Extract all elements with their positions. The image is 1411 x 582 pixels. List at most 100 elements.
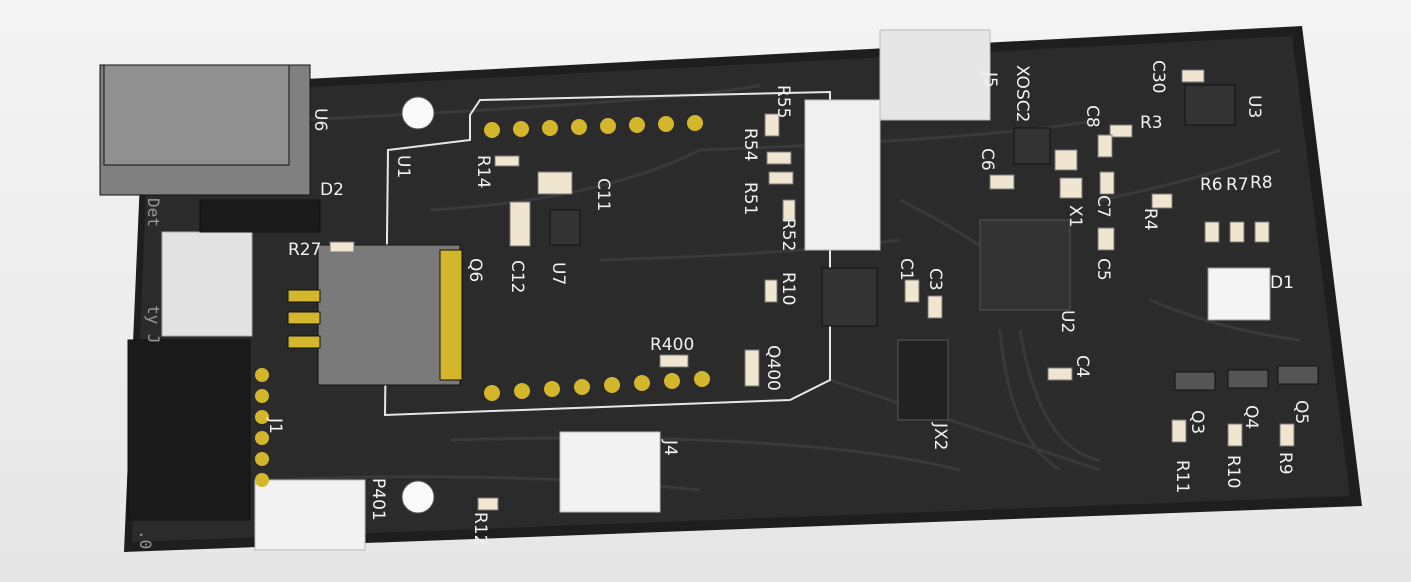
traces <box>269 83 1301 492</box>
designator-r8: R8 <box>1250 173 1273 193</box>
left-connector <box>161 231 253 337</box>
header-pad <box>255 473 269 487</box>
q6-pin <box>287 335 321 349</box>
d2-diode <box>199 199 321 233</box>
module-pad <box>513 121 529 137</box>
designator-q5: Q5 <box>1291 400 1311 424</box>
designator-c6: C6 <box>977 148 997 171</box>
passive-component <box>1204 221 1220 243</box>
module-outline-u1 <box>383 90 831 417</box>
designator-r54: R54 <box>740 128 760 161</box>
module-pad <box>571 119 587 135</box>
designator-r10: R10 <box>1223 455 1243 488</box>
q6-tab <box>439 249 463 381</box>
passive-component <box>329 241 355 253</box>
j5-connector <box>879 29 991 121</box>
passive-component <box>1097 134 1113 158</box>
passive-component <box>509 201 531 247</box>
module-pad <box>600 118 616 134</box>
designator-xosc2: XOSC2 <box>1012 65 1032 122</box>
passive-component <box>782 199 796 221</box>
passive-component <box>1099 171 1115 195</box>
module-pad <box>542 120 558 136</box>
designator-r3: R3 <box>1140 113 1163 133</box>
passive-component <box>1279 423 1295 447</box>
designator-j4: J4 <box>660 439 680 456</box>
designator-c4: C4 <box>1072 355 1092 378</box>
header-pad <box>255 410 269 424</box>
module-pad <box>658 116 674 132</box>
q6-pin <box>287 311 321 325</box>
components <box>99 29 1319 551</box>
u7-ic <box>549 209 581 246</box>
designator-u7: U7 <box>548 262 568 285</box>
module-pad <box>629 117 645 133</box>
passive-component <box>768 171 794 185</box>
q6-body <box>317 244 461 386</box>
mounting-hole <box>401 480 435 514</box>
designator-r51: R51 <box>740 182 760 215</box>
designator-c30: C30 <box>1148 60 1168 94</box>
designator-r9: R9 <box>1275 452 1295 475</box>
designator-j1: J1 <box>265 417 285 434</box>
u2-qfp <box>979 219 1071 311</box>
jx2-header <box>897 339 949 421</box>
j4-connector <box>559 431 661 513</box>
passive-component <box>927 295 943 319</box>
mounting-hole <box>401 96 435 130</box>
passive-component <box>1059 177 1083 199</box>
passive-component <box>1254 221 1270 243</box>
passive-component <box>764 113 780 137</box>
module-pad <box>484 385 500 401</box>
j1-header <box>127 339 251 521</box>
designator-u6: U6 <box>310 108 330 131</box>
designator-c3: C3 <box>925 268 945 291</box>
xosc2 <box>1013 127 1051 165</box>
module-pad <box>694 371 710 387</box>
designator-c7: C7 <box>1093 195 1113 218</box>
passive-component <box>766 151 792 165</box>
module-pad <box>484 122 500 138</box>
u6-top <box>103 64 290 166</box>
silk-text-det: Det <box>144 198 163 227</box>
passive-component <box>1109 124 1133 138</box>
passive-component <box>1054 149 1078 171</box>
passive-component <box>1229 221 1245 243</box>
designator-j5: J5 <box>980 71 1000 88</box>
designator-c11: C11 <box>593 178 613 212</box>
passive-component <box>1171 419 1187 443</box>
designator-u3: U3 <box>1244 95 1264 118</box>
designator-r52: R52 <box>778 218 798 251</box>
q4 <box>1227 369 1269 389</box>
module-pad <box>664 373 680 389</box>
passive-component <box>494 155 520 167</box>
designator-r7: R7 <box>1226 175 1249 195</box>
designator-r12: R12 <box>470 512 490 545</box>
passive-component <box>744 349 760 387</box>
passive-component <box>904 279 920 303</box>
module-pad <box>514 383 530 399</box>
designator-r11: R11 <box>1172 460 1192 493</box>
designator-d1: D1 <box>1270 273 1294 293</box>
module-pad <box>634 375 650 391</box>
q6-pin <box>287 289 321 303</box>
designator-r400: R400 <box>650 335 694 355</box>
passive-component <box>1097 227 1115 251</box>
passive-component <box>764 279 778 303</box>
q5 <box>1277 365 1319 385</box>
u3-ic <box>1184 84 1236 126</box>
silk-text-ty: ty J <box>144 305 163 344</box>
designator-r14: R14 <box>473 155 493 188</box>
designator-p401: P401 <box>368 478 388 521</box>
designator-r10: R10 <box>778 272 798 305</box>
p401-connector <box>254 479 366 551</box>
d1-led <box>1207 267 1271 321</box>
designator-q6: Q6 <box>465 258 485 282</box>
header-pad <box>255 368 269 382</box>
passive-component <box>537 171 573 195</box>
passive-component <box>659 354 689 368</box>
passive-component <box>1227 423 1243 447</box>
passive-component <box>989 174 1015 190</box>
